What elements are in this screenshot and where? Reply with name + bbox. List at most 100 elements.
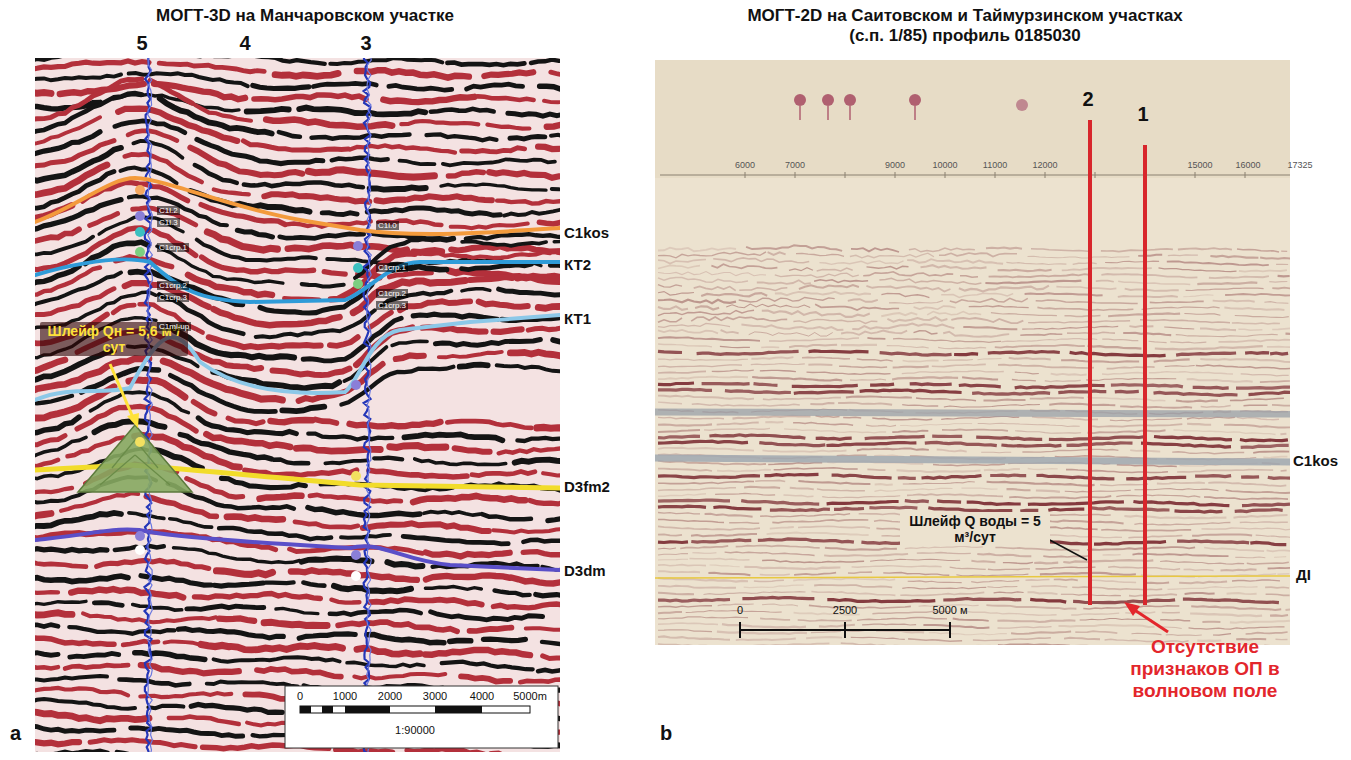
seismic-trace [1183,599,1279,603]
seismic-trace [439,352,502,357]
seismic-trace [35,667,58,669]
seismic-trace [266,120,392,127]
seismic-trace [852,566,942,568]
axis-tick [995,172,996,178]
seismic-trace [1185,593,1215,594]
seismic-trace [1241,475,1259,479]
seismic-trace [273,460,308,464]
seismic-trace [71,589,183,597]
seismic-trace [35,93,142,133]
seismic-trace [302,284,344,286]
seismic-trace [118,109,237,141]
grey-band [655,412,1290,414]
seismic-trace [330,337,358,346]
seismic-trace [140,693,231,697]
scale-label: 1000 [333,690,357,703]
seismic-trace [1192,534,1252,535]
seismic-trace [1249,392,1291,395]
seismic-trace [736,639,796,641]
seismic-trace [1022,326,1118,329]
well-log [367,58,372,752]
seismic-trace [889,301,943,304]
seismic-trace [1102,373,1144,375]
seismic-trace [493,604,560,608]
seismic-trace [1235,316,1289,318]
seismic-trace [1030,599,1066,602]
seismic-trace [1204,548,1264,552]
seismic-trace [334,586,411,591]
seismic-trace [462,289,490,291]
seismic-trace [998,365,1094,368]
seismic-trace [35,75,121,81]
seismic-trace [1054,579,1078,580]
seismic-trace [1232,580,1280,581]
seismic-trace [407,749,484,752]
stratigraphic-marker: C1crp.2 [157,281,189,290]
stratigraphic-marker: C1crp.2 [376,289,408,298]
seismic-trace [1183,295,1213,297]
scale-tick [949,622,951,638]
seismic-trace [1175,511,1223,512]
seismic-trace [448,172,483,176]
marker-dot [135,437,145,447]
well-number: 2 [1082,88,1093,111]
seismic-trace [985,281,1081,284]
seismic-trace [539,222,560,224]
horizon-label: D3fm2 [564,478,610,495]
seismic-trace [426,575,510,579]
seismic-trace [1051,374,1087,376]
seismic-trace [658,448,754,451]
reef-body [78,425,192,492]
axis-tick [845,172,846,178]
seismic-trace [214,583,263,586]
seismic-trace [264,194,369,202]
seismic-trace [495,591,530,596]
seismic-trace [811,592,895,596]
seismic-trace [1274,556,1286,558]
well-dot [794,94,806,106]
seismic-trace [658,488,736,491]
seismic-section [35,58,560,752]
seismic-trace [1107,367,1155,369]
seismic-trace [1070,352,1166,356]
seismic-trace [1034,562,1058,565]
seismic-trace [817,489,865,491]
seismic-trace [35,601,86,604]
horizon-label: КТ1 [564,310,591,327]
seismic-trace [789,345,837,347]
seismic-trace [749,332,833,336]
seismic-trace [389,273,431,277]
seismic-trace [793,578,895,580]
well-line [1088,120,1092,605]
seismic-trace [751,357,793,359]
seismic-trace [257,669,341,677]
marker-dot [351,471,361,481]
seismic-trace [447,63,524,66]
horizon-band [655,458,1290,462]
seismic-trace [865,436,925,438]
seismic-trace [905,546,983,548]
seismic-trace [951,318,1023,323]
seismic-trace [658,441,748,443]
seismic-trace [389,85,452,90]
seismic-trace [943,360,973,361]
seismic-trace [299,634,355,638]
seismic-trace [762,604,798,606]
seismic-trace [692,404,800,406]
seismic-trace [658,606,712,608]
seismic-trace [447,421,531,428]
seismic-trace [266,580,294,585]
seismic-trace [70,654,119,658]
seismic-trace [154,231,196,256]
seismic-trace [35,514,51,518]
seismic-trace [1120,406,1192,407]
seismic-trace [1063,560,1153,563]
seismic-trace [370,187,426,189]
seismic-trace [658,623,718,624]
marker-dot [351,550,361,560]
seismic-trace [987,482,1095,486]
seismic-trace [1062,268,1152,270]
seismic-trace [1160,620,1190,621]
seismic-trace [872,418,932,420]
seismic-trace [772,520,868,523]
